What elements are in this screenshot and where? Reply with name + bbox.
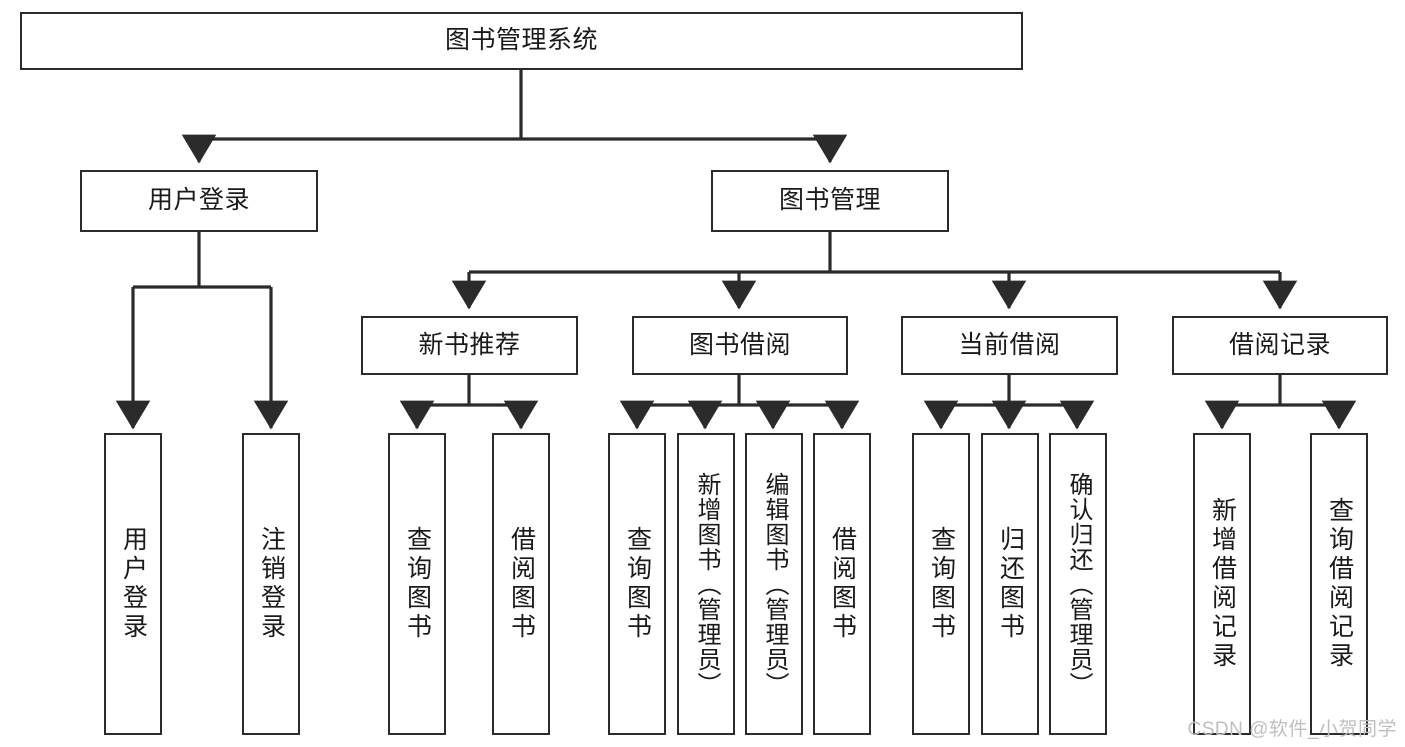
node-label: 图书借阅: [688, 330, 791, 359]
node-label: 查询图书: [403, 526, 432, 642]
node-leaf-user-login[interactable]: 用户登录: [104, 433, 162, 735]
node-new-book-recommend[interactable]: 新书推荐: [361, 316, 578, 375]
node-leaf-borrow-book-1[interactable]: 借阅图书: [492, 433, 550, 735]
node-book-management-system[interactable]: 图书管理系统: [20, 12, 1023, 70]
node-leaf-return-book[interactable]: 归还图书: [981, 433, 1039, 735]
node-leaf-logout-login[interactable]: 注销登录: [242, 433, 300, 735]
node-leaf-query-record[interactable]: 查询借阅记录: [1310, 433, 1368, 735]
node-borrow-record[interactable]: 借阅记录: [1172, 316, 1388, 375]
node-label: 用户登录: [119, 526, 148, 642]
node-label: 借阅图书: [828, 526, 857, 642]
node-label: 图书管理: [778, 186, 881, 215]
node-label: 查询图书: [623, 526, 652, 642]
node-label: 新增图书（管理员）: [693, 471, 720, 697]
node-label: 注销登录: [257, 526, 286, 642]
node-label: 确认归还（管理员）: [1065, 471, 1092, 697]
node-label: 用户登录: [147, 186, 250, 215]
node-leaf-add-record[interactable]: 新增借阅记录: [1193, 433, 1251, 735]
node-label: 图书管理系统: [444, 26, 598, 55]
node-label: 新增借阅记录: [1208, 497, 1237, 671]
node-user-login[interactable]: 用户登录: [80, 170, 318, 232]
node-leaf-confirm-return[interactable]: 确认归还（管理员）: [1049, 433, 1107, 735]
node-book-borrow[interactable]: 图书借阅: [632, 316, 848, 375]
node-label: 新书推荐: [418, 330, 521, 359]
node-leaf-add-book[interactable]: 新增图书（管理员）: [677, 433, 735, 735]
node-current-borrow[interactable]: 当前借阅: [901, 316, 1118, 375]
node-label: 借阅图书: [507, 526, 536, 642]
node-label: 编辑图书（管理员）: [761, 471, 788, 697]
node-leaf-borrow-book-2[interactable]: 借阅图书: [813, 433, 871, 735]
node-leaf-query-book-2[interactable]: 查询图书: [608, 433, 666, 735]
node-label: 查询借阅记录: [1325, 497, 1354, 671]
node-label: 归还图书: [996, 526, 1025, 642]
node-label: 借阅记录: [1228, 330, 1331, 359]
node-label: 当前借阅: [958, 330, 1061, 359]
node-leaf-query-book-1[interactable]: 查询图书: [388, 433, 446, 735]
node-leaf-edit-book[interactable]: 编辑图书（管理员）: [745, 433, 803, 735]
node-label: 查询图书: [927, 526, 956, 642]
node-leaf-query-book-3[interactable]: 查询图书: [912, 433, 970, 735]
node-book-management[interactable]: 图书管理: [711, 170, 949, 232]
